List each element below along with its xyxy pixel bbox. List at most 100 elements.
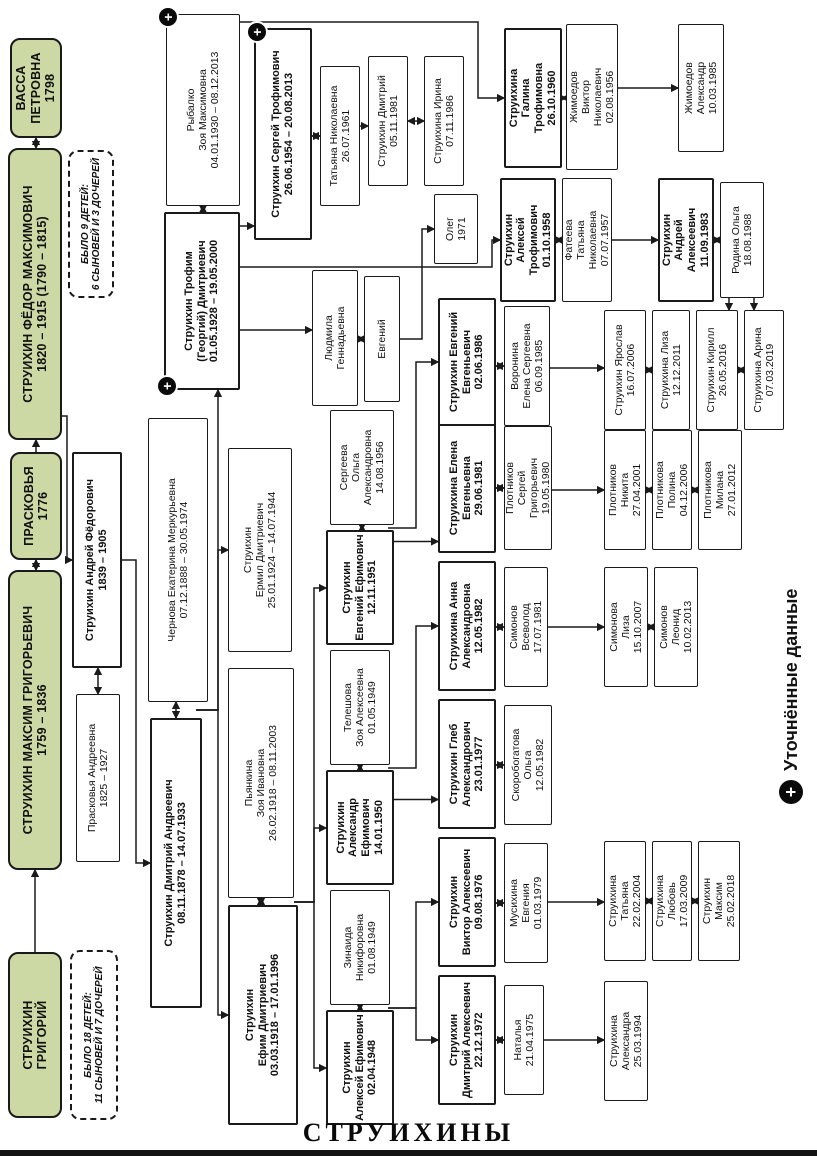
node-label: Людмила Геннадьевна [322, 306, 347, 370]
node-simonov_v: Симонов Всеволод 17.07.1981 [504, 567, 548, 687]
node-label: Фатеева Татьяна Николаевна 07.07.1957 [562, 210, 612, 270]
node-zhim_viktor: Жимоедов Виктор Николаевич 02.08.1956 [566, 24, 618, 170]
node-sergeeva: Сергеева Ольга Александровна 14.08.1956 [330, 410, 394, 525]
node-label: Плотников Никита 27.04.2001 [606, 463, 644, 517]
node-label: Струихина Александра 25.03.1994 [607, 1011, 645, 1071]
page-edge-bar [0, 1150, 817, 1156]
node-label: Струихина Лиза 12.12.2011 [658, 330, 683, 410]
node-label: Струихина Татьяна 22.02.2004 [606, 874, 644, 928]
node-label: Рыбалко Зоя Максимовна 04.01.1930 – 08.1… [184, 51, 222, 169]
edge-fedor-andrey_f [62, 415, 74, 565]
node-dmitry_al: Струихин Дмитрий Алексеевич 22.12.1972 [438, 975, 496, 1105]
node-teleshova: Телешова Зоя Алексеевна 01.05.1949 [330, 650, 390, 765]
node-label: Струихин Виктор Алексеевич 09.08.1976 [448, 848, 486, 956]
node-label: Струихин Трофим (Георгий) Дмитриевич 01.… [183, 239, 221, 363]
node-chernova: Чернова Екатерина Меркурьевна 07.12.1888… [148, 418, 208, 702]
legend: + Уточнённые данные [770, 544, 812, 804]
node-label: Симонова Лиза 15.10.2007 [607, 600, 645, 654]
node-aleksey_t: Струихин Алексей Трофимович 01.10.1958 [500, 178, 556, 302]
node-simonov_leonid: Симонов Леонид 10.02.2013 [654, 567, 698, 687]
node-oleg: Олег 1971 [434, 194, 478, 264]
node-rodina: Родина Ольга 18.08.1988 [720, 182, 764, 298]
node-musikhina: Мусихина Евгения 01.03.1979 [504, 843, 548, 963]
node-label: Струихин Кирилл 26.05.2016 [704, 327, 729, 413]
node-label: Струихин Дмитрий Андреевич 08.11.1878 – … [163, 779, 188, 947]
node-efim: Струихин Ефим Дмитриевич 03.03.1918 – 17… [228, 905, 298, 1125]
node-grigory: СТРУИХИН ГРИГОРИЙ [8, 952, 62, 1118]
node-label: Струихин Андрей Алексеевич 11.09.1983 [660, 207, 711, 273]
edge-aleksey_ef-viktor_al [388, 897, 440, 1009]
node-label: Струихин Ермил Дмитриевич 25.01.1924 – 1… [241, 491, 279, 609]
node-label: Наталья 21.04.1975 [511, 1013, 536, 1067]
node-label: ПРАСКОВЬЯ 1776 [21, 466, 50, 546]
node-label: Струихин Максим 25.02.2018 [700, 874, 738, 928]
node-label: Жимоедов Александр 10.03.1985 [682, 61, 720, 115]
node-yaroslav: Струихин Ярослав 16.07.2006 [604, 310, 646, 430]
edge-efim-evgeny_ef [294, 583, 328, 903]
node-label: Прасковья Андреевна 1825 – 1927 [85, 723, 110, 833]
node-aleksey_ef: Струихин Алексей Ефимович 02.04.1948 [326, 1010, 394, 1125]
node-simonova_liza: Симонова Лиза 15.10.2007 [604, 567, 648, 687]
node-label: Олег 1971 [443, 217, 468, 241]
edge-evgeny_t-oleg [400, 224, 436, 340]
edge-trofim-galina [240, 21, 506, 103]
node-nikita: Плотников Никита 27.04.2001 [604, 430, 646, 550]
node-label: Сергеева Ольга Александровна 14.08.1956 [337, 429, 387, 506]
node-skorobogatova: Скоробогатова Ольга 12.05.1982 [504, 705, 552, 825]
node-label: Симонов Всеволод 17.07.1981 [507, 600, 545, 654]
node-sergey_t: Струихин Сергей Трофимович 26.06.1954 – … [246, 21, 312, 240]
node-label: Струихин Евгений Евгеньевич 02.06.1986 [448, 311, 486, 413]
node-label: Струихина Арина 07.03.2019 [751, 327, 776, 413]
node-polina: Плотникова Полина 04.12.2006 [652, 430, 692, 550]
node-label: Струихин Ярослав 16.07.2006 [612, 324, 637, 416]
node-elena: Струихина Елена Евгеньевна 29.06.1981 [438, 423, 496, 553]
node-dmitry_a: Струихин Дмитрий Андреевич 08.11.1878 – … [150, 718, 202, 1008]
node-andrey_a: Струихин Андрей Алексеевич 11.09.1983 [658, 178, 714, 302]
node-label: Струихин Дмитрий 05.11.1981 [375, 75, 400, 167]
node-natalya: Наталья 21.04.1975 [504, 985, 544, 1095]
node-label: Струихина Любовь 17.03.2009 [653, 874, 691, 928]
node-label: Чернова Екатерина Меркурьевна 07.12.1888… [165, 478, 190, 642]
node-arina: Струихина Арина 07.03.2019 [744, 310, 784, 430]
node-evgeny_ef: Струихин Евгений Ефимович 12.11.1951 [326, 530, 394, 645]
node-label: Струихина Анна Александровна 12.05.1982 [448, 581, 486, 671]
edge-dmitry_a-trofim [196, 388, 223, 711]
node-tatyana_n: Татьяна Николаевна 26.07.1961 [320, 66, 360, 206]
node-label: Струихина Галина Трофимовна 26.10.1960 [507, 62, 558, 134]
node-irina_s: Струихина Ирина 07.11.1986 [424, 56, 464, 186]
node-trofim: Струихин Трофим (Георгий) Дмитриевич 01.… [156, 212, 240, 397]
node-label: Плотникова Полина 04.12.2006 [653, 461, 691, 519]
node-liza_s: Струихина Лиза 12.12.2011 [652, 310, 690, 430]
node-label: Струихин Алексей Трофимович 01.10.1958 [502, 204, 553, 276]
node-note18: БЫЛО 18 ДЕТЕЙ: 11 СЫНОВЕЙ И 7 ДОЧЕРЕЙ [70, 950, 118, 1120]
node-label: БЫЛО 18 ДЕТЕЙ: 11 СЫНОВЕЙ И 7 ДОЧЕРЕЙ [82, 966, 106, 1104]
node-voronina: Воронина Елена Сергеевна 06.09.1985 [504, 306, 550, 426]
node-label: Струихин Алексей Ефимович 02.04.1948 [341, 1014, 379, 1121]
node-label: Скоробогатова Ольга 12.05.1982 [509, 728, 547, 802]
node-label: Симонов Леонид 10.02.2013 [657, 600, 695, 654]
node-label: СТРУИХИН ФЁДОР МАКСИМОВИЧ 1820 – 1915 (1… [20, 185, 49, 403]
edge-evgeny_ef-evgeny_evg [388, 357, 440, 529]
node-label: БЫЛО 9 ДЕТЕЙ: 6 СЫНОВЕЙ И 3 ДОЧЕРЕЙ [79, 157, 103, 291]
verified-plus-icon: + [156, 375, 178, 397]
node-label: Жимоедов Виктор Николаевич 02.08.1956 [567, 67, 617, 127]
node-label: Струихин Сергей Трофимович 26.06.1954 – … [270, 50, 295, 218]
node-anna: Струихина Анна Александровна 12.05.1982 [438, 561, 496, 691]
node-lyudmila: Людмила Геннадьевна [312, 270, 358, 406]
node-fateeva: Фатеева Татьяна Николаевна 07.07.1957 [562, 178, 612, 302]
node-label: Струихин Александр Ефимович 14.01.1950 [334, 798, 385, 857]
node-label: СТРУИХИН МАКСИМ ГРИГОРЬЕВИЧ 1759 – 1836 [20, 605, 49, 835]
verified-plus-icon: + [157, 6, 179, 28]
node-vassa: ВАССА ПЕТРОВНА 1798 [10, 38, 62, 138]
node-label: Струихин Ефим Дмитриевич 03.03.1918 – 17… [244, 953, 282, 1077]
node-praskovya: ПРАСКОВЬЯ 1776 [10, 452, 62, 560]
node-maxim: СТРУИХИН МАКСИМ ГРИГОРЬЕВИЧ 1759 – 1836 [8, 570, 62, 870]
node-label: ВАССА ПЕТРОВНА 1798 [14, 52, 58, 124]
node-evgeny_evg: Струихин Евгений Евгеньевич 02.06.1986 [438, 298, 496, 426]
node-label: Плотников Сергей Григорьевич 19.05.1980 [503, 457, 553, 519]
node-praskovya_a: Прасковья Андреевна 1825 – 1927 [76, 694, 120, 862]
node-ermil: Струихин Ермил Дмитриевич 25.01.1924 – 1… [228, 448, 292, 652]
node-maksim_v: Струихин Максим 25.02.2018 [698, 841, 740, 961]
